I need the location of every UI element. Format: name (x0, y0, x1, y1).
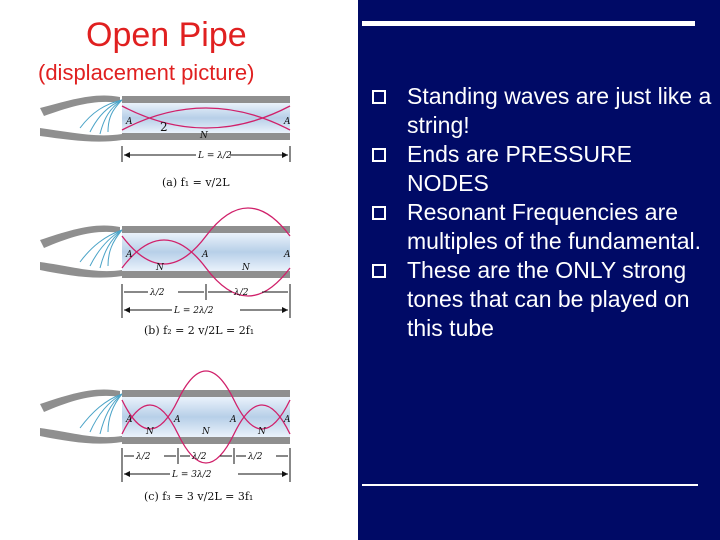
segment-label: λ/2 (135, 452, 151, 462)
node-label: N (155, 263, 165, 273)
pipe-wall-top (122, 390, 290, 397)
bullet-text: Resonant Frequencies are multiples of th… (407, 199, 702, 254)
antinode-label: A (283, 117, 291, 127)
wave-lower (121, 107, 291, 131)
segment-label: λ/2 (149, 288, 165, 298)
antinode-label: A (125, 415, 133, 425)
pipe-wall-top (122, 226, 290, 233)
antinode-label: A (283, 415, 291, 425)
left-panel: Open Pipe (displacement picture) (0, 0, 358, 540)
antinode-label: A (125, 117, 133, 127)
node-label: N (145, 427, 155, 437)
node-label: N (241, 263, 251, 273)
open-pipe-diagram: A N A 2 L = λ/2 (a) f₁ = v/2L (40, 95, 291, 503)
bullet-item: Ends are PRESSURE NODES (370, 140, 715, 198)
antinode-label: A (125, 250, 133, 260)
node-label: N (199, 131, 209, 141)
antinode-label: A (283, 250, 291, 260)
pipe-mouthpiece (40, 389, 120, 412)
antinode-label: A (173, 415, 181, 425)
bullet-item: These are the ONLY strong tones that can… (370, 256, 715, 343)
pipe-wall-top (122, 96, 290, 103)
frequency-caption: (c) f₃ = 3 v/2L = 3f₁ (144, 490, 253, 503)
divider-bottom (362, 484, 698, 486)
frequency-caption: (b) f₂ = 2 v/2L = 2f₁ (144, 324, 254, 337)
segment-label: λ/2 (191, 452, 207, 462)
pipe-lip (40, 428, 122, 444)
bullet-list: Standing waves are just like a string! E… (370, 82, 715, 343)
antinode-label: A (201, 250, 209, 260)
air-jet (79, 99, 123, 135)
pipe-mouthpiece (40, 95, 120, 116)
diagram-b: A N A N A λ/2 λ/2 L = 2λ/2 (b) f₂ = 2 (40, 207, 291, 337)
wave-upper (121, 370, 291, 430)
wave-upper (121, 105, 291, 129)
slide-subtitle: (displacement picture) (38, 60, 255, 85)
pipe-wall-bottom (122, 437, 290, 444)
length-label: L = λ/2 (197, 151, 232, 161)
segment-label: λ/2 (247, 452, 263, 462)
antinode-label: A (229, 415, 237, 425)
checkbox-bullet-icon (372, 264, 386, 278)
harmonic-number: 2 (160, 120, 168, 134)
bullet-item: Resonant Frequencies are multiples of th… (370, 198, 715, 256)
bullet-text: These are the ONLY strong tones that can… (407, 257, 690, 341)
pipe-lip (40, 262, 122, 278)
wave-upper (121, 207, 291, 265)
divider-top (362, 21, 695, 26)
pipe-lip (40, 128, 122, 142)
bullet-text: Standing waves are just like a string! (407, 83, 712, 138)
bullet-item: Standing waves are just like a string! (370, 82, 715, 140)
node-label: N (257, 427, 267, 437)
frequency-caption: (a) f₁ = v/2L (162, 176, 230, 189)
right-panel (358, 0, 720, 540)
length-label: L = 2λ/2 (173, 306, 214, 316)
slide-title: Open Pipe (86, 16, 247, 54)
tube-air (122, 397, 290, 437)
checkbox-bullet-icon (372, 148, 386, 162)
tube-air (122, 233, 290, 271)
bullet-text: Ends are PRESSURE NODES (407, 141, 632, 196)
segment-label: λ/2 (233, 288, 249, 298)
air-jet (79, 393, 123, 435)
node-label: N (201, 427, 211, 437)
checkbox-bullet-icon (372, 206, 386, 220)
diagram-a: A N A 2 L = λ/2 (a) f₁ = v/2L (40, 95, 291, 189)
pipe-wall-bottom (122, 271, 290, 278)
air-jet (79, 229, 123, 269)
checkbox-bullet-icon (372, 90, 386, 104)
wave-lower (121, 404, 291, 464)
pipe-mouthpiece (40, 225, 120, 248)
diagram-c: A N A N A N A λ/2 λ/2 λ/2 (40, 370, 291, 503)
length-label: L = 3λ/2 (171, 470, 212, 480)
pipe-wall-bottom (122, 133, 290, 140)
